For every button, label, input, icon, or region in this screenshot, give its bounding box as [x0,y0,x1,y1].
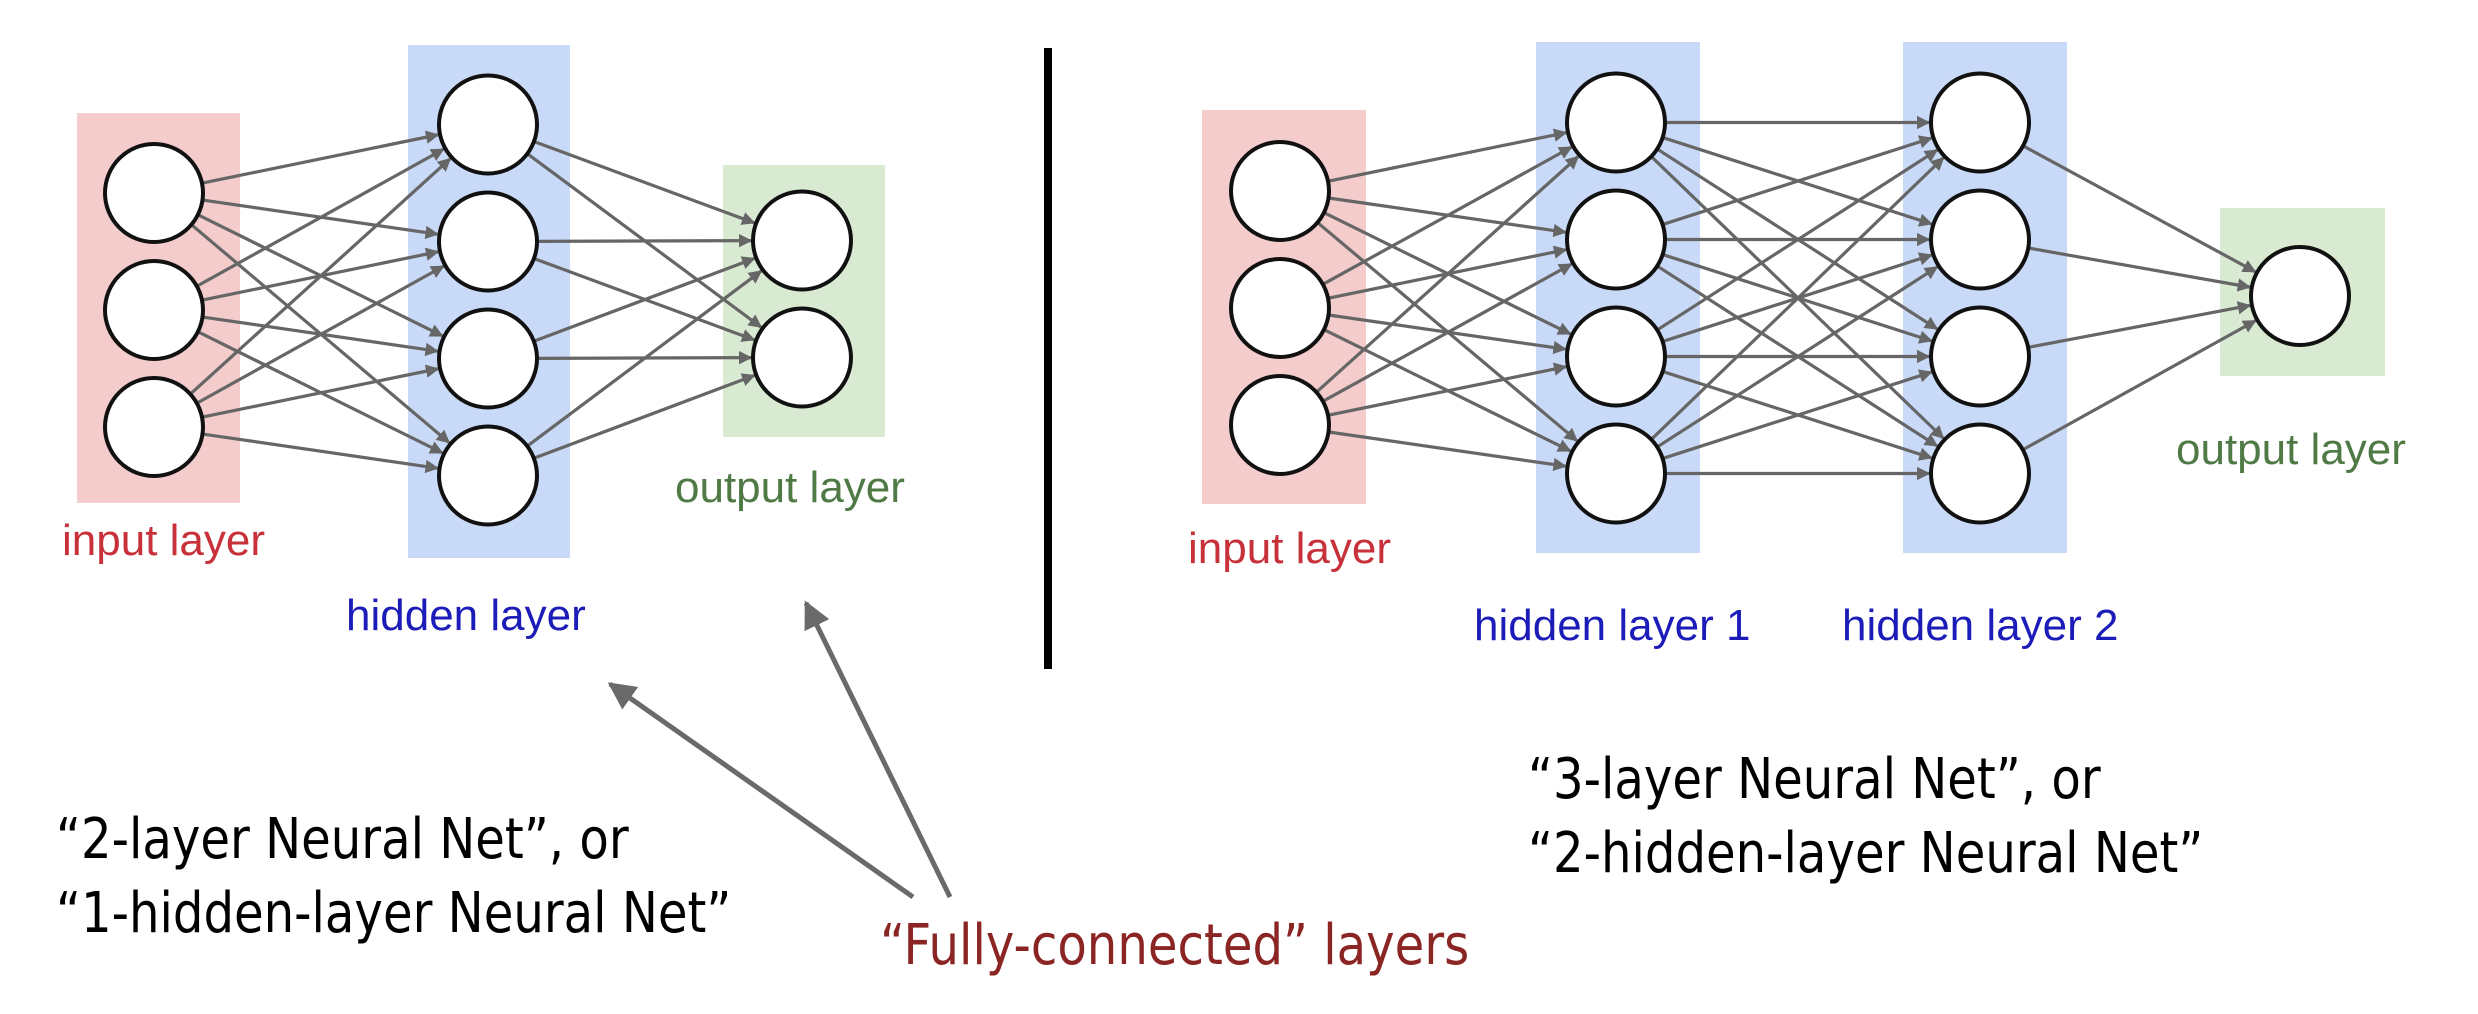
right-edge-L2n1-to-L3n0 [2028,246,2252,292]
two-layer-network: input layer hidden layer output layer [62,45,905,640]
left-caption-line-1: “2-layer Neural Net”, or [56,807,629,872]
right-edge-L0n0-to-L1n0 [1328,128,1568,183]
right-edge-L1n1-to-L2n0 [1663,135,1933,226]
three-layer-network: input layer hidden layer 1 hidden layer 2 o… [1188,42,2406,650]
right-neuron-layer2-0 [1929,71,2031,174]
right-edge-L1n2-to-L2n0 [1657,148,1939,331]
left-edge-L1n3-to-L2n0 [527,269,763,447]
right-neuron-layer1-1 [1565,188,1667,291]
left-edge-L0n1-to-L1n0 [196,147,445,288]
right-neurons [1229,71,2351,525]
left-neuron-layer2-0 [751,189,853,292]
left-neuron-layer1-2 [437,307,539,410]
right-edge-L1n3-to-L2n2 [1663,369,1933,460]
pointer-arrow-to-output-layer [803,600,953,899]
right-output-layer-label: output layer [2176,425,2406,474]
left-neuron-layer0-0 [103,142,205,244]
right-neuron-layer0-0 [1229,140,1331,242]
right-hidden-layer-1-label: hidden layer 1 [1474,601,1750,650]
right-neuron-layer2-3 [1929,422,2031,525]
left-edge-L0n2-to-L1n2 [202,364,440,419]
right-edge-L1n3-to-L2n1 [1657,265,1939,448]
left-neuron-layer0-1 [103,259,205,361]
left-edge-L0n2-to-L1n3 [203,432,439,474]
left-edge-L0n2-to-L1n0 [189,157,452,395]
left-edge-L1n0-to-L2n0 [534,140,756,225]
right-neuron-layer1-3 [1565,422,1667,525]
left-connections [189,130,763,474]
right-edge-L0n1-to-L1n0 [1322,145,1573,286]
left-caption-line-2: “1-hidden-layer Neural Net” [56,881,732,946]
left-edge-L1n3-to-L2n1 [534,373,756,460]
right-edge-L0n2-to-L1n0 [1316,155,1580,393]
right-neuron-layer2-2 [1929,305,2031,408]
right-neuron-layer2-1 [1929,188,2031,291]
right-edge-L1n3-to-L2n0 [1650,156,1945,440]
divider-line [1044,48,1052,669]
right-edge-L2n2-to-L3n0 [2028,301,2252,349]
right-hidden-layer-2-label: hidden layer 2 [1842,601,2118,650]
fully-connected-pointers [607,600,953,900]
right-connections [1316,115,2257,481]
left-neuron-layer0-2 [103,376,205,478]
right-neuron-layer0-1 [1229,257,1331,359]
left-neurons [103,73,853,527]
right-neuron-layer3-0 [2249,245,2351,347]
left-neuron-layer2-1 [751,306,853,409]
left-edge-L0n2-to-L1n1 [196,264,445,405]
right-neuron-layer0-2 [1229,374,1331,476]
right-input-layer-label: input layer [1188,524,1391,573]
right-neuron-layer1-2 [1565,305,1667,408]
left-input-layer-label: input layer [62,516,265,565]
pointer-arrow-to-hidden-layer [607,681,915,900]
right-edge-L2n3-to-L3n0 [2022,319,2257,451]
right-caption-line-2: “2-hidden-layer Neural Net” [1528,821,2204,886]
left-neuron-layer1-3 [437,424,539,527]
right-edge-L0n2-to-L1n1 [1322,262,1573,403]
right-neuron-layer1-0 [1565,71,1667,174]
right-edge-L0n2-to-L1n3 [1329,430,1567,472]
left-edge-L1n1-to-L2n0 [537,233,753,248]
right-caption-line-1: “3-layer Neural Net”, or [1528,747,2101,812]
right-edge-L2n0-to-L3n0 [2023,144,2257,274]
left-edge-L1n2-to-L2n0 [534,256,756,343]
left-hidden-layer-label: hidden layer [346,591,586,640]
fully-connected-caption: “Fully-connected” layers [880,913,1470,978]
right-edge-L0n2-to-L1n2 [1328,362,1568,417]
left-neuron-layer1-0 [437,73,539,176]
right-layer-labels: input layer hidden layer 1 hidden layer 2 o… [1188,425,2406,650]
left-layer-labels: input layer hidden layer output layer [62,463,905,640]
left-output-layer-label: output layer [675,463,905,512]
left-neuron-layer1-1 [437,190,539,293]
left-edge-L0n0-to-L1n0 [202,130,440,185]
